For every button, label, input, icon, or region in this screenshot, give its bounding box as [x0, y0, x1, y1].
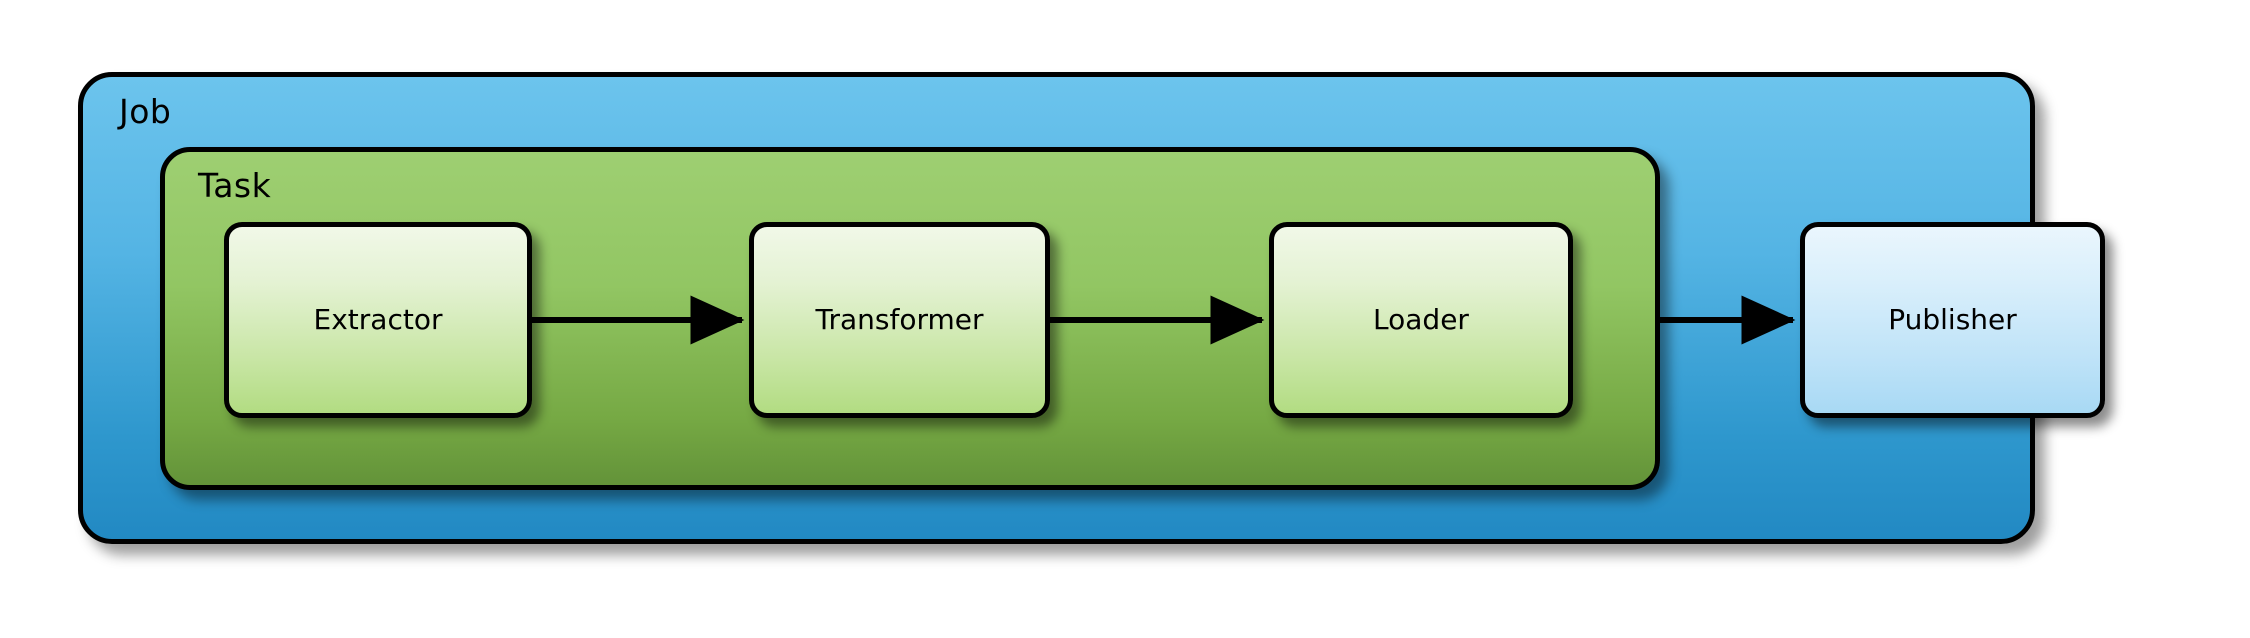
node-extractor[interactable]: Extractor	[224, 222, 532, 418]
node-loader-label: Loader	[1373, 303, 1469, 336]
task-container-label: Task	[198, 166, 272, 205]
node-loader[interactable]: Loader	[1269, 222, 1573, 418]
job-container-label: Job	[119, 92, 172, 131]
node-transformer[interactable]: Transformer	[749, 222, 1050, 418]
node-publisher-label: Publisher	[1888, 303, 2017, 336]
node-extractor-label: Extractor	[313, 303, 443, 336]
node-transformer-label: Transformer	[815, 303, 984, 336]
node-publisher[interactable]: Publisher	[1800, 222, 2105, 418]
